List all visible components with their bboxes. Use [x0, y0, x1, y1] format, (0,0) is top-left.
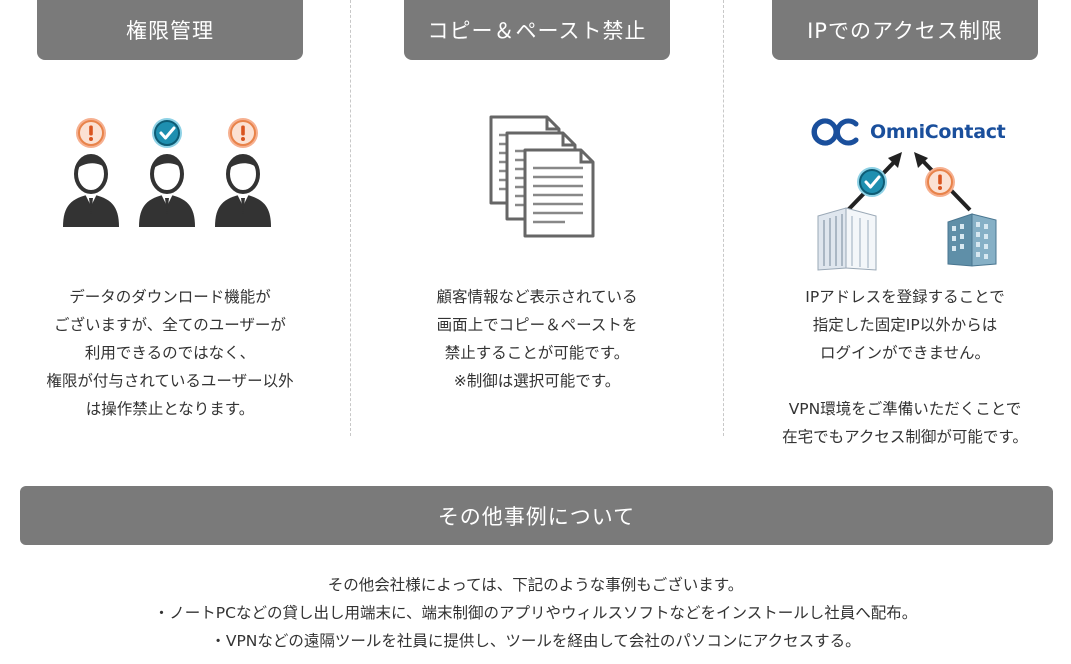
column-divider	[723, 0, 724, 436]
user-3-icon	[213, 154, 273, 229]
description-line: 禁止することが可能です。	[444, 344, 630, 362]
paragraph-gap	[760, 367, 1050, 395]
ip-access-description: IPアドレスを登録することで 指定した固定IP以外からは ログインができません。…	[760, 283, 1050, 451]
omnicontact-mark-icon	[811, 118, 859, 146]
description-line: 在宅でもアクセス制御が可能です。	[782, 428, 1028, 446]
copy-paste-description: 顧客情報など表示されている 画面上でコピー＆ペーストを 禁止することが可能です。…	[387, 283, 687, 395]
other-cases-description: その他会社様によっては、下記のような事例もございます。 ・ノートPCなどの貸し出…	[0, 571, 1071, 655]
tab-ip-access-restriction-label: IPでのアクセス制限	[807, 19, 1003, 43]
description-line: ログインができません。	[819, 344, 991, 362]
description-line: ・VPNなどの遠隔ツールを社員に提供し、ツールを経由して会社のパソコンにアクセス…	[210, 632, 861, 650]
description-line: 利用できるのではなく、	[84, 344, 256, 362]
ip-access-illustration	[817, 152, 997, 271]
other-cases-label: その他事例について	[437, 504, 636, 529]
omnicontact-logo: OmniContact	[808, 114, 1006, 150]
tab-permission-management-label: 権限管理	[126, 19, 214, 43]
tab-permission-management[interactable]: 権限管理	[37, 0, 303, 60]
warning-icon	[75, 117, 107, 149]
permission-management-description: データのダウンロード機能が ございますが、全てのユーザーが 利用できるのではなく…	[20, 283, 320, 423]
office-building-icon	[817, 207, 877, 271]
description-line: ・ノートPCなどの貸し出し用端末に、端末制御のアプリやウィルスソフトなどをインス…	[153, 604, 918, 622]
documents-icon	[489, 115, 595, 238]
checkmark-icon	[150, 116, 184, 150]
warning-icon	[925, 167, 955, 197]
omnicontact-logo-text: OmniContact	[870, 121, 1006, 143]
description-line: ございますが、全てのユーザーが	[54, 316, 286, 334]
description-line: データのダウンロード機能が	[69, 288, 271, 306]
tab-ip-access-restriction[interactable]: IPでのアクセス制限	[772, 0, 1038, 60]
description-line: は操作禁止となります。	[85, 400, 255, 418]
tab-copy-paste-restriction-label: コピー＆ペースト禁止	[427, 19, 647, 43]
column-divider	[350, 0, 351, 436]
other-cases-button[interactable]: その他事例について	[20, 486, 1053, 545]
user-2-icon	[137, 154, 197, 229]
description-line: 画面上でコピー＆ペーストを	[436, 316, 638, 334]
description-line: 指定した固定IP以外からは	[812, 316, 998, 334]
remote-building-icon	[947, 213, 997, 267]
description-line: 顧客情報など表示されている	[436, 288, 638, 306]
user-1-icon	[61, 154, 121, 229]
users-illustration	[61, 116, 273, 229]
warning-icon	[227, 117, 259, 149]
checkmark-icon	[857, 167, 887, 197]
description-line: IPアドレスを登録することで	[805, 288, 1005, 306]
description-line: その他会社様によっては、下記のような事例もございます。	[327, 576, 744, 594]
description-line: 権限が付与されているユーザー以外	[46, 372, 294, 390]
description-line: VPN環境をご準備いただくことで	[788, 400, 1022, 418]
description-line: ※制御は選択可能です。	[453, 372, 621, 390]
tab-copy-paste-restriction[interactable]: コピー＆ペースト禁止	[404, 0, 670, 60]
